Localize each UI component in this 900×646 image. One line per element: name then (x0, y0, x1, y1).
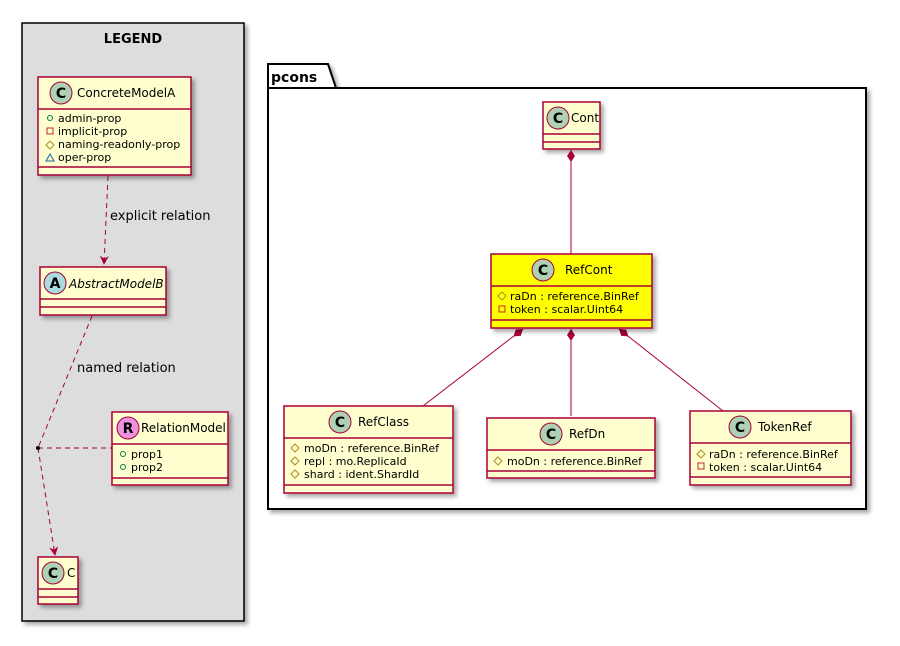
protected-visibility-icon (290, 443, 300, 453)
class-name: TokenRef (757, 420, 812, 434)
abstract-a-icon: A (43, 271, 67, 295)
explicit-relation-label: explicit relation (110, 209, 210, 224)
attribute: shard : ident.ShardId (304, 468, 419, 481)
protected-visibility-icon (493, 456, 503, 466)
public-visibility-icon (120, 464, 126, 470)
svg-text:C: C (56, 86, 66, 102)
attribute: moDn : reference.BinRef (304, 442, 440, 455)
class-name: RefCont (565, 263, 613, 277)
class-name: RefDn (569, 427, 605, 441)
class-c-icon: C (49, 81, 73, 105)
package-title: pcons (271, 70, 317, 86)
attribute: prop2 (131, 461, 163, 474)
class-c-icon: C (546, 106, 570, 130)
attribute: raDn : reference.BinRef (709, 448, 839, 461)
class-c-icon: C (539, 422, 563, 446)
protected-visibility-icon (290, 469, 300, 479)
relation-r-icon: R (116, 416, 140, 440)
package-visibility-icon (45, 152, 55, 162)
private-visibility-icon (46, 127, 54, 135)
class-c-icon: C (41, 561, 65, 585)
composition-edges (422, 150, 724, 416)
svg-text:A: A (50, 276, 61, 292)
attribute: naming-readonly-prop (58, 138, 180, 151)
class-c-icon: C (531, 258, 555, 282)
svg-text:R: R (123, 421, 134, 437)
legend-title: LEGEND (104, 32, 163, 47)
class-refclass[interactable]: C RefClass moDn : reference.BinRef repl … (283, 405, 454, 494)
attribute: token : scalar.Uint64 (510, 303, 623, 316)
class-name: ConcreteModelA (77, 86, 176, 100)
protected-visibility-icon (290, 456, 300, 466)
class-concrete-model-a[interactable]: C ConcreteModelA admin-prop implicit-pro… (37, 76, 192, 176)
class-name: Cont (571, 111, 599, 125)
protected-visibility-icon (497, 291, 507, 301)
composition-refcont-refclass (422, 328, 524, 407)
attribute: moDn : reference.BinRef (507, 455, 643, 468)
attribute: token : scalar.Uint64 (709, 461, 822, 474)
attribute: admin-prop (58, 112, 121, 125)
protected-visibility-icon (696, 449, 706, 459)
class-name: RelationModel (141, 421, 226, 435)
association-point (36, 446, 40, 450)
public-visibility-icon (47, 115, 53, 121)
class-c-icon: C (328, 410, 352, 434)
class-refdn[interactable]: C RefDn moDn : reference.BinRef (486, 417, 656, 479)
class-name: C (67, 566, 75, 580)
protected-visibility-icon (45, 140, 55, 150)
class-abstract-model-b[interactable]: A AbstractModelB (39, 266, 167, 316)
attribute: repl : mo.ReplicaId (304, 455, 407, 468)
svg-text:C: C (553, 111, 563, 127)
named-relation-edge: named relation (36, 315, 176, 556)
class-refcont[interactable]: C RefCont raDn : reference.BinRef token … (490, 253, 653, 329)
class-name: RefClass (358, 415, 409, 429)
explicit-relation-edge: explicit relation (99, 175, 210, 265)
svg-text:C: C (48, 566, 58, 582)
class-cont[interactable]: C Cont (542, 101, 601, 150)
attribute: implicit-prop (58, 125, 127, 138)
private-visibility-icon (697, 462, 705, 470)
attribute: prop1 (131, 448, 163, 461)
attribute: oper-prop (58, 151, 111, 164)
class-c[interactable]: C C (37, 556, 79, 605)
named-relation-label: named relation (77, 361, 176, 376)
composition-refcont-tokenref (618, 328, 724, 412)
public-visibility-icon (120, 451, 126, 457)
svg-text:C: C (538, 263, 548, 279)
class-c-icon: C (728, 415, 752, 439)
class-tokenref[interactable]: C TokenRef raDn : reference.BinRef token… (689, 410, 852, 486)
class-name: AbstractModelB (68, 277, 164, 291)
svg-text:C: C (546, 427, 556, 443)
svg-text:C: C (735, 420, 745, 436)
attribute: raDn : reference.BinRef (510, 290, 640, 303)
svg-text:C: C (335, 415, 345, 431)
private-visibility-icon (498, 305, 506, 313)
class-relation-model[interactable]: R RelationModel prop1 prop2 (111, 411, 229, 486)
